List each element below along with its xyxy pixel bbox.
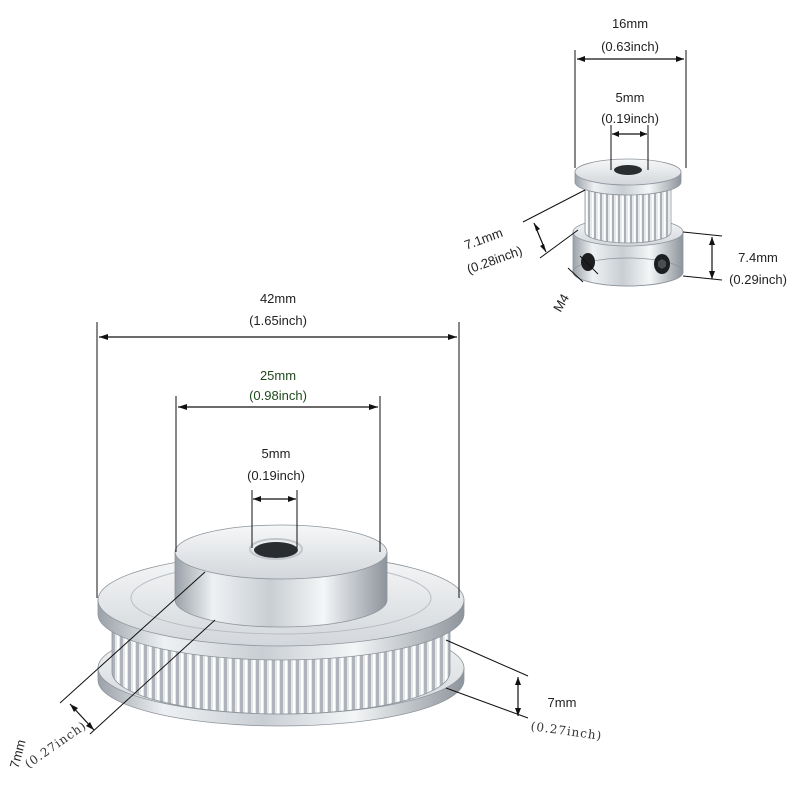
small-bore-inch-label: (0.19inch) (601, 111, 659, 126)
large-pulley-bore (254, 542, 298, 558)
large-hub-inch-label: (0.98inch) (249, 388, 307, 403)
set-screw-label: M4 (550, 291, 572, 314)
dimension-large-outer: 42mm (1.65inch) (96, 291, 460, 598)
large-tooth-width-inch-label: (0.27inch) (530, 719, 603, 743)
large-outer-mm-label: 42mm (260, 291, 296, 306)
large-tooth-width-mm-label: 7mm (548, 695, 577, 710)
dimension-small-outer: 16mm (0.63inch) (574, 16, 687, 168)
large-bore-mm-label: 5mm (262, 446, 291, 461)
dimension-small-hub-height: 7.4mm (0.29inch) (682, 231, 787, 287)
large-hub-height-inch-label: (0.27inch) (22, 718, 89, 771)
large-outer-inch-label: (1.65inch) (249, 313, 307, 328)
dimension-small-bore: 5mm (0.19inch) (601, 90, 659, 170)
dimension-large-hub: 25mm (0.98inch) (175, 368, 381, 552)
large-bore-inch-label: (0.19inch) (247, 468, 305, 483)
dimension-large-bore: 5mm (0.19inch) (247, 446, 305, 548)
large-pulley (97, 524, 465, 727)
small-bore-mm-label: 5mm (616, 90, 645, 105)
small-outer-mm-label: 16mm (612, 16, 648, 31)
hex-socket-icon (658, 259, 666, 269)
large-pulley-bore-chamfer (249, 538, 303, 560)
small-hub-height-mm-label: 7.4mm (738, 250, 778, 265)
small-pulley-bore (614, 165, 642, 175)
dimension-small-tooth-height: 7.1mm (0.28inch) (462, 189, 586, 277)
small-hub-height-inch-label: (0.29inch) (729, 272, 787, 287)
small-outer-inch-label: (0.63inch) (601, 39, 659, 54)
small-tooth-height-mm-label: 7.1mm (462, 225, 504, 253)
dimension-large-tooth-width: 7mm (0.27inch) (445, 639, 603, 743)
large-hub-mm-label: 25mm (260, 368, 296, 383)
small-pulley (572, 158, 684, 287)
small-pulley-teeth (584, 189, 672, 244)
large-hub-height-mm-label: 7mm (7, 738, 29, 770)
small-pulley-set-screw-left (581, 253, 595, 271)
